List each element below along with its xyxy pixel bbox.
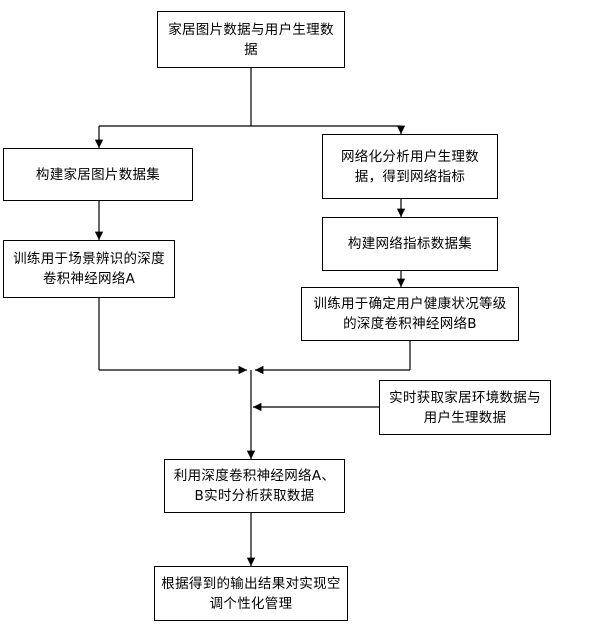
node-input: 家居图片数据与用户生理数据 bbox=[157, 11, 345, 68]
node-network-analysis-label: 网络化分析用户生理数据，得到网络指标 bbox=[341, 148, 479, 185]
node-realtime-acquire-label: 实时获取家居环境数据与用户生理数据 bbox=[389, 389, 541, 426]
node-train-scene-cnn-label: 训练用于场景辨识的深度卷积神经网络A bbox=[13, 251, 165, 287]
node-build-image-dataset: 构建家居图片数据集 bbox=[3, 148, 193, 201]
connector-input-split bbox=[99, 68, 401, 127]
node-build-network-dataset: 构建网络指标数据集 bbox=[322, 217, 498, 271]
node-realtime-acquire: 实时获取家居环境数据与用户生理数据 bbox=[379, 380, 551, 435]
node-input-label: 家居图片数据与用户生理数据 bbox=[168, 21, 334, 58]
node-train-health-cnn: 训练用于确定用户健康状况等级的深度卷积神经网络B bbox=[301, 287, 519, 341]
node-realtime-analysis-label: 利用深度卷积神经网络A、B实时分析获取数据 bbox=[173, 468, 336, 504]
node-output-control-label: 根据得到的输出结果对实现空调个性化管理 bbox=[161, 575, 341, 612]
node-network-analysis: 网络化分析用户生理数据，得到网络指标 bbox=[322, 134, 498, 199]
node-train-health-cnn-label: 训练用于确定用户健康状况等级的深度卷积神经网络B bbox=[313, 296, 507, 332]
node-train-scene-cnn: 训练用于场景辨识的深度卷积神经网络A bbox=[3, 240, 175, 298]
node-output-control: 根据得到的输出结果对实现空调个性化管理 bbox=[154, 566, 348, 621]
node-realtime-analysis: 利用深度卷积神经网络A、B实时分析获取数据 bbox=[164, 459, 345, 513]
node-build-image-dataset-label: 构建家居图片数据集 bbox=[35, 166, 161, 183]
node-build-network-dataset-label: 构建网络指标数据集 bbox=[347, 236, 473, 252]
